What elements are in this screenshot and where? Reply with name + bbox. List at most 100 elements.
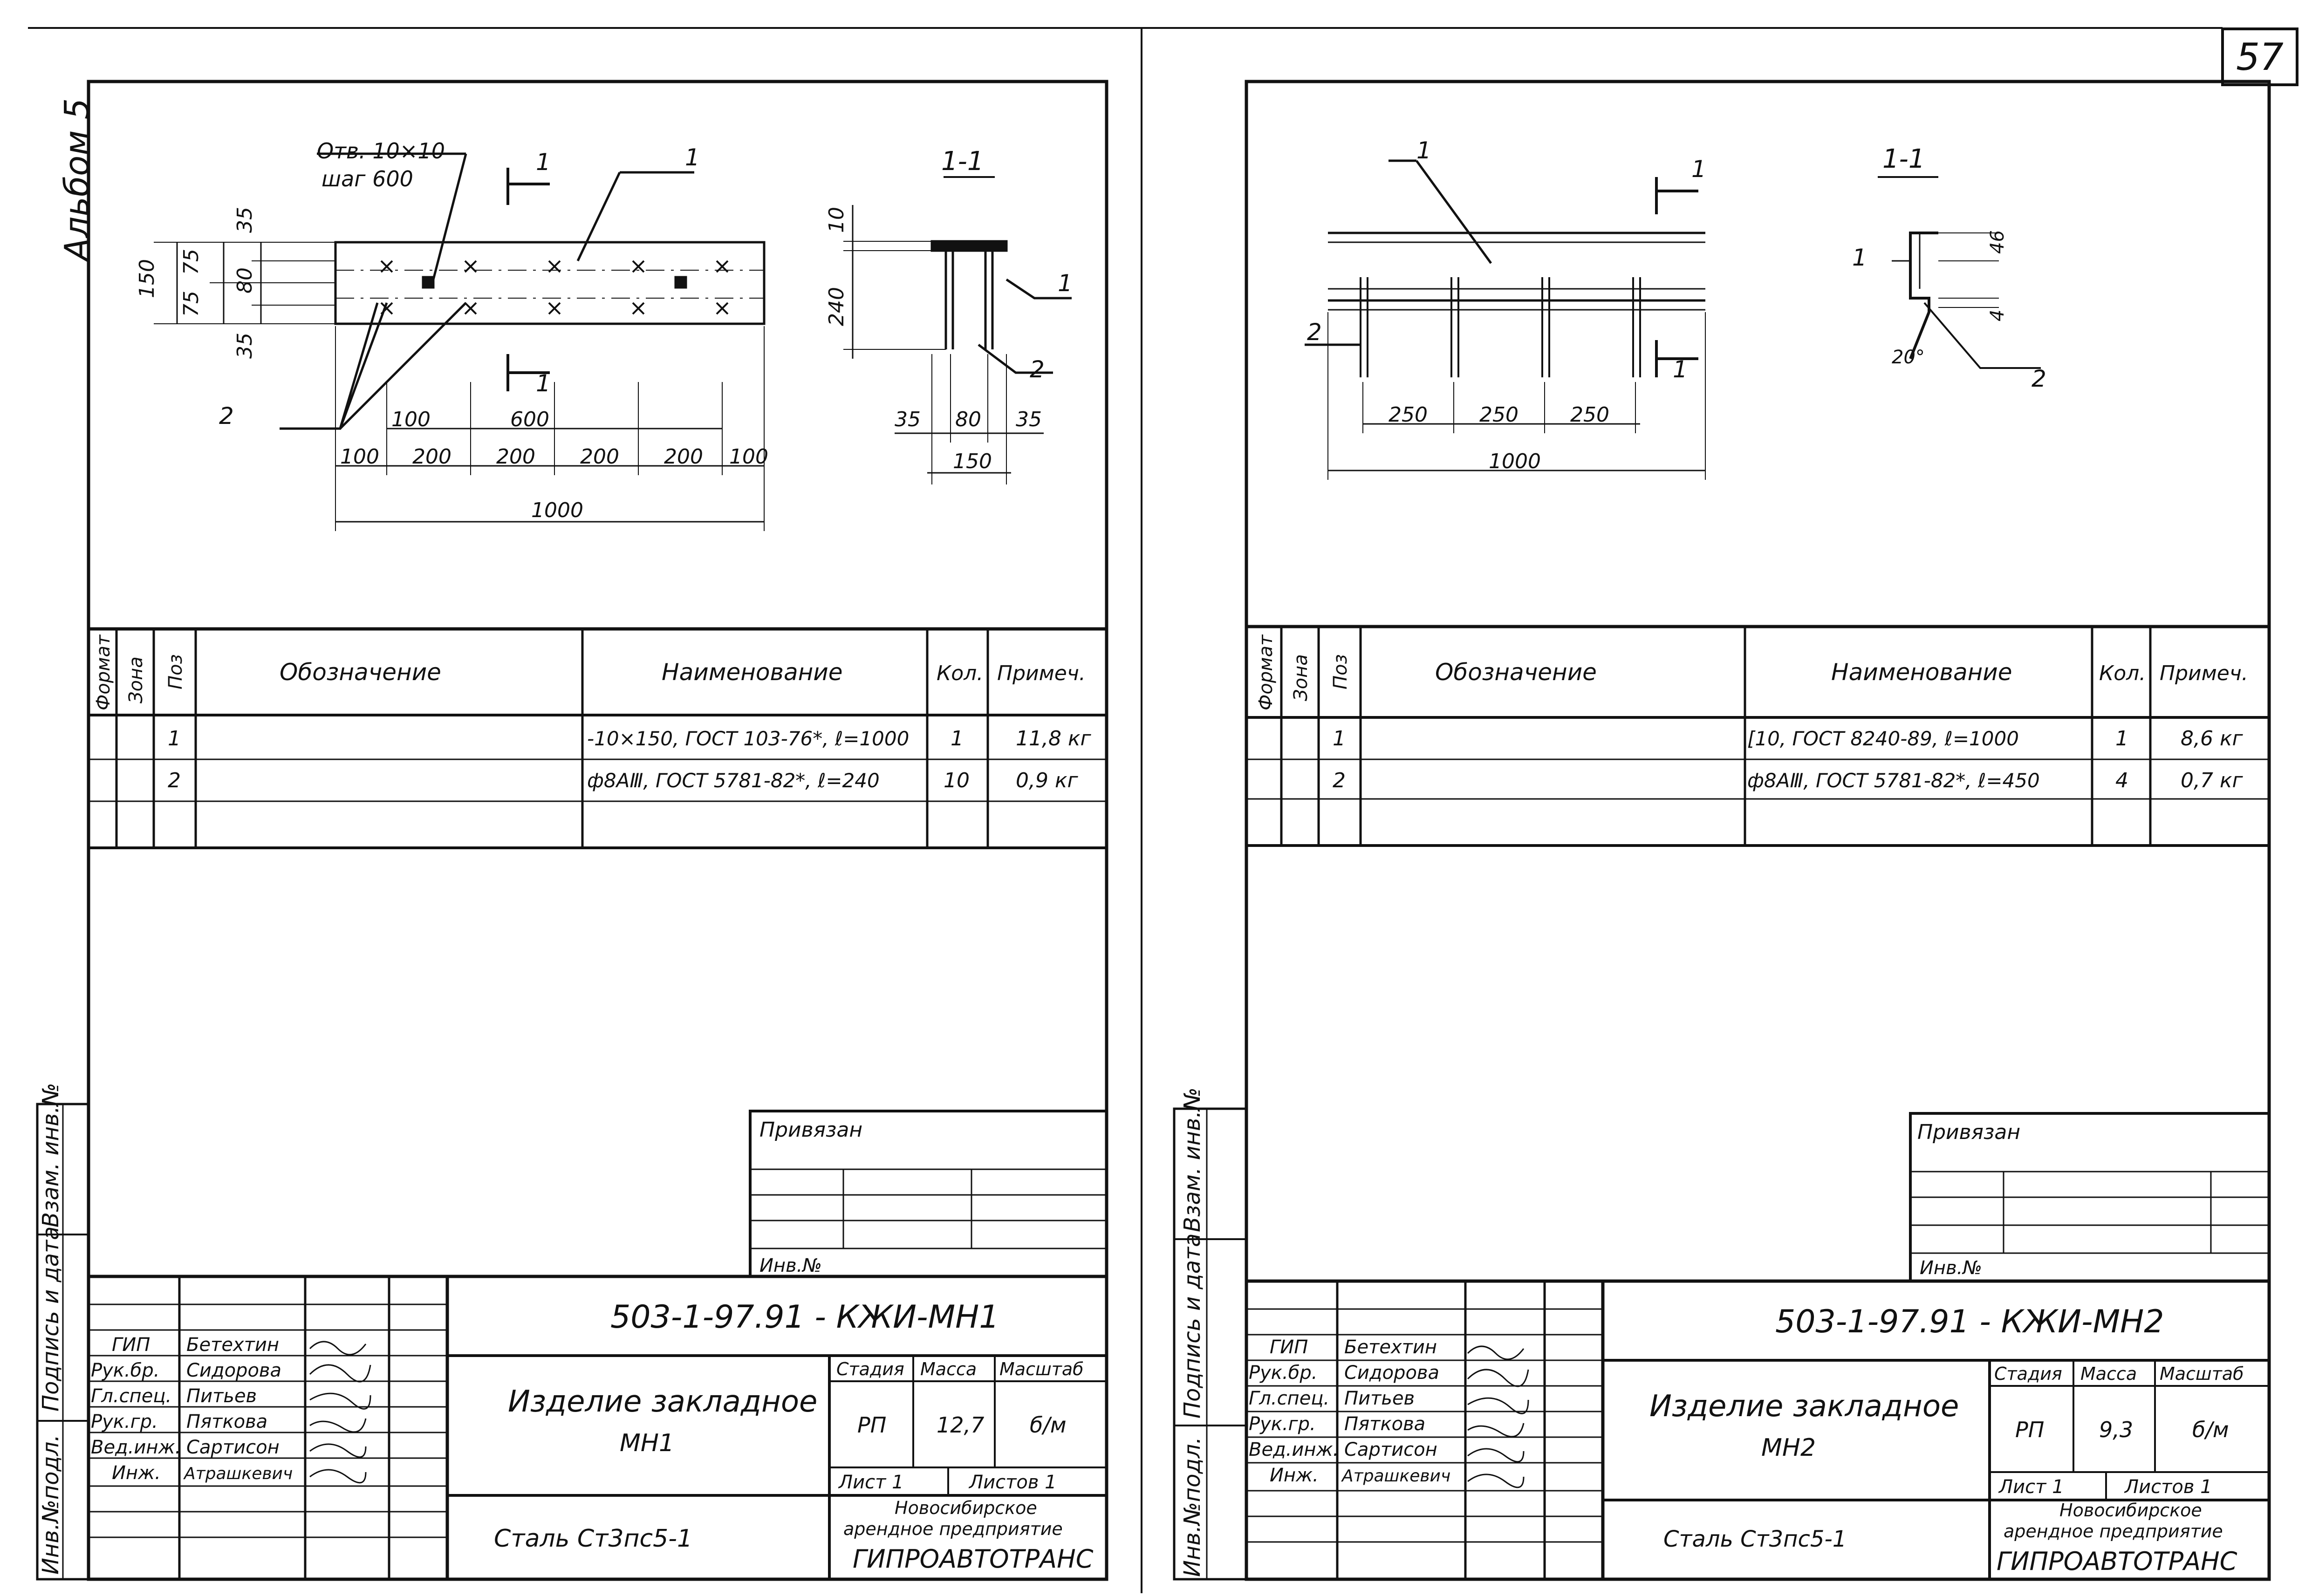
- side-label-podpis-data-2: Подпись и дата: [1179, 1233, 1205, 1419]
- stadiya-value: РП: [857, 1412, 886, 1438]
- org-line-1: Новосибирское: [895, 1498, 1037, 1518]
- side-strip-2: Взам. инв.№ Подпись и дата Инв.№подл.: [1173, 1087, 1248, 1581]
- dim-600: 600: [510, 408, 549, 431]
- massa-header: Масса: [920, 1359, 977, 1379]
- sheets-total: Листов 1: [968, 1472, 1057, 1493]
- header-format: Формат: [93, 634, 114, 710]
- s2-masshtab-header: Масштаб: [2160, 1364, 2244, 1384]
- privyazan-label: Привязан: [759, 1118, 862, 1142]
- s2-mass-value: 9,3: [2099, 1417, 2133, 1442]
- name-betekhtin: Бетехтин: [186, 1334, 279, 1356]
- s2-row2-poz: 2: [1333, 769, 1346, 792]
- s2-pos-2-leader: 2: [1307, 319, 1322, 346]
- dim-200a: 200: [412, 445, 451, 469]
- masshtab-value: б/м: [1030, 1412, 1067, 1438]
- s2-dim-250a: 250: [1389, 403, 1428, 427]
- s2-row2-note: 0,7 кг: [2181, 769, 2244, 792]
- masshtab-header: Масштаб: [999, 1359, 1084, 1379]
- role-ved-inzh: Вед.инж.: [91, 1437, 181, 1458]
- hole-note-2: шаг 600: [321, 166, 413, 191]
- header-oboznachenie: Обозначение: [280, 659, 441, 686]
- row2-name: ф8АⅢ, ГОСТ 5781-82*, ℓ=240: [587, 769, 880, 792]
- name-pitev: Питьев: [186, 1385, 257, 1407]
- side-label-inv-podl: Инв.№подл.: [38, 1434, 64, 1575]
- role-ruk-br: Рук.бр.: [91, 1360, 159, 1381]
- s2-privyazan-label: Привязан: [1917, 1120, 2020, 1144]
- row1-poz: 1: [168, 727, 181, 750]
- page-number-box: 57: [2221, 27, 2298, 86]
- dim-35b: 35: [233, 333, 257, 359]
- section-pos-2: 2: [1030, 356, 1045, 383]
- s2-dim-46: 46: [1987, 230, 2008, 254]
- role-inzh: Инж.: [112, 1462, 161, 1484]
- row1-name: -10×150, ГОСТ 103-76*, ℓ=1000: [587, 727, 909, 750]
- sec-dim-35b: 35: [1016, 408, 1042, 431]
- s2-dim-1000: 1000: [1489, 450, 1541, 473]
- side-label-inv-podl-2: Инв.№подл.: [1179, 1437, 1205, 1577]
- s2-header-format: Формат: [1255, 634, 1277, 710]
- s2-name-atrashkevich: Атрашкевич: [1341, 1466, 1450, 1486]
- sec-dim-240: 240: [825, 287, 848, 326]
- s2-angle-20: 20°: [1892, 347, 1925, 368]
- title-block-2: [1246, 1112, 2271, 1579]
- sheet-2: Взам. инв.№ Подпись и дата Инв.№подл.: [1173, 80, 2271, 1581]
- s2-sheets-total: Листов 1: [2124, 1476, 2212, 1498]
- s2-pos-1-leader: 1: [1416, 137, 1431, 164]
- dim-200d: 200: [664, 445, 703, 469]
- section-pos-1: 1: [1058, 270, 1073, 297]
- s2-row1-note: 8,6 кг: [2181, 727, 2244, 750]
- header-kol: Кол.: [937, 662, 983, 685]
- name-sartison: Сартисон: [186, 1437, 280, 1458]
- s2-header-zona: Зона: [1290, 654, 1312, 701]
- org-line-2: арендное предприятие: [843, 1519, 1063, 1539]
- s2-org-line-2: арендное предприятие: [2004, 1521, 2223, 1541]
- s2-dim-4: 4: [1987, 310, 2008, 321]
- s2-dim-250c: 250: [1570, 403, 1609, 427]
- role-gl-spec: Гл.спец.: [91, 1385, 171, 1407]
- title-block-text-2: Привязан Инв.№ 503-1-97.91 - КЖИ-МН2 Изд…: [1249, 1120, 2244, 1576]
- document-code: 503-1-97.91 - КЖИ-МН1: [610, 1299, 999, 1336]
- s2-header-kol: Кол.: [2099, 662, 2146, 685]
- drawing-labels-2: 1 2 1 1 250 250 250 1000 1-1 1 2 46 4 20…: [1307, 137, 2046, 473]
- s2-row1-kol: 1: [2115, 727, 2128, 750]
- s2-material: Сталь Ст3пс5-1: [1663, 1526, 1847, 1552]
- side-label-podpis-data: Подпись и дата: [38, 1226, 64, 1412]
- page-number: 57: [2236, 35, 2284, 79]
- row2-kol: 10: [944, 769, 970, 792]
- product-title: Изделие закладное: [508, 1385, 817, 1419]
- s2-document-code: 503-1-97.91 - КЖИ-МН2: [1775, 1303, 2164, 1340]
- header-primech: Примеч.: [997, 662, 1086, 685]
- s2-header-oboznachenie: Обозначение: [1435, 659, 1597, 686]
- name-pyatkova: Пяткова: [186, 1411, 267, 1432]
- s2-masshtab-value: б/м: [2192, 1417, 2229, 1442]
- header-naimenovanie: Наименование: [662, 659, 843, 686]
- s2-product-title: Изделие закладное: [1649, 1389, 1959, 1424]
- s2-row2-kol: 4: [2115, 769, 2128, 792]
- pos-2-leader: 2: [219, 402, 234, 430]
- dim-200c: 200: [580, 445, 619, 469]
- s2-header-poz: Поз: [1330, 654, 1351, 689]
- s2-role-gip: ГИП: [1270, 1337, 1308, 1358]
- s2-header-primech: Примеч.: [2160, 662, 2248, 685]
- s2-dim-250b: 250: [1479, 403, 1519, 427]
- s2-stadiya-header: Стадия: [1994, 1364, 2062, 1384]
- dim-75b: 75: [179, 291, 203, 317]
- dim-150: 150: [135, 259, 159, 298]
- side-label-vzam-inv-2: Взам. инв.№: [1179, 1087, 1205, 1232]
- pos-1-leader: 1: [685, 144, 700, 171]
- s2-org-line-1: Новосибирское: [2059, 1500, 2202, 1521]
- s2-name-sidorova: Сидорова: [1344, 1362, 1439, 1384]
- mass-value: 12,7: [937, 1412, 984, 1438]
- sec-dim-10: 10: [825, 207, 848, 233]
- spec-headers-1: Формат Зона Поз Обозначение Наименование…: [93, 634, 1092, 792]
- s2-row1-name: [10, ГОСТ 8240-89, ℓ=1000: [1747, 727, 2019, 750]
- section-view-2: [1878, 176, 2041, 369]
- dim-80: 80: [233, 267, 257, 293]
- dim-75a: 75: [179, 249, 203, 275]
- sheet-1: Взам. инв.№ Подпись и дата Инв.№подл.: [36, 80, 1108, 1581]
- s2-name-sartison: Сартисон: [1344, 1439, 1437, 1460]
- section-mark-top: 1: [536, 149, 551, 176]
- spec-table-1: [89, 627, 1107, 849]
- s2-massa-header: Масса: [2080, 1364, 2137, 1384]
